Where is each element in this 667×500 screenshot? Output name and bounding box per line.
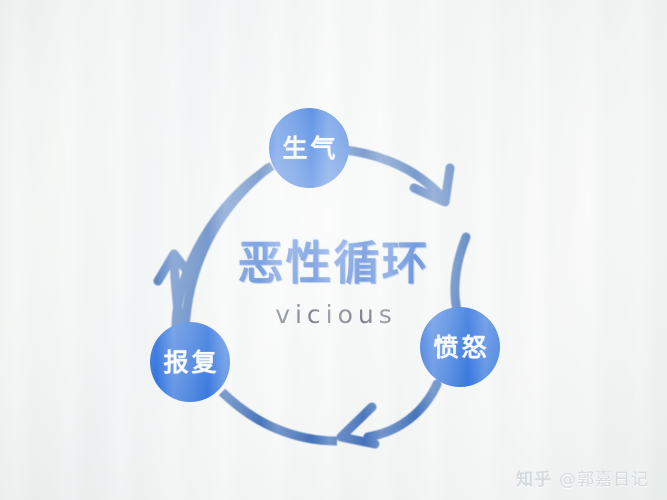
watermark-site: 知乎 bbox=[516, 470, 552, 490]
arc-into-fennu bbox=[450, 232, 471, 315]
node-baofu[interactable]: 报复 bbox=[150, 322, 230, 402]
arc-bottom-left bbox=[218, 388, 338, 446]
watermark-handle: @郭嘉日记 bbox=[559, 470, 649, 490]
arc-fennu-to-bottom bbox=[363, 379, 442, 442]
node-fennu-label: 愤怒 bbox=[433, 332, 490, 362]
node-baofu-label: 报复 bbox=[163, 347, 220, 377]
node-shengqi-label: 生气 bbox=[282, 133, 339, 163]
node-shengqi[interactable]: 生气 bbox=[269, 108, 349, 188]
watermark: 知乎 @郭嘉日记 bbox=[516, 465, 649, 490]
arrowhead-to-baofu bbox=[336, 402, 380, 449]
node-fennu[interactable]: 愤怒 bbox=[420, 307, 500, 387]
